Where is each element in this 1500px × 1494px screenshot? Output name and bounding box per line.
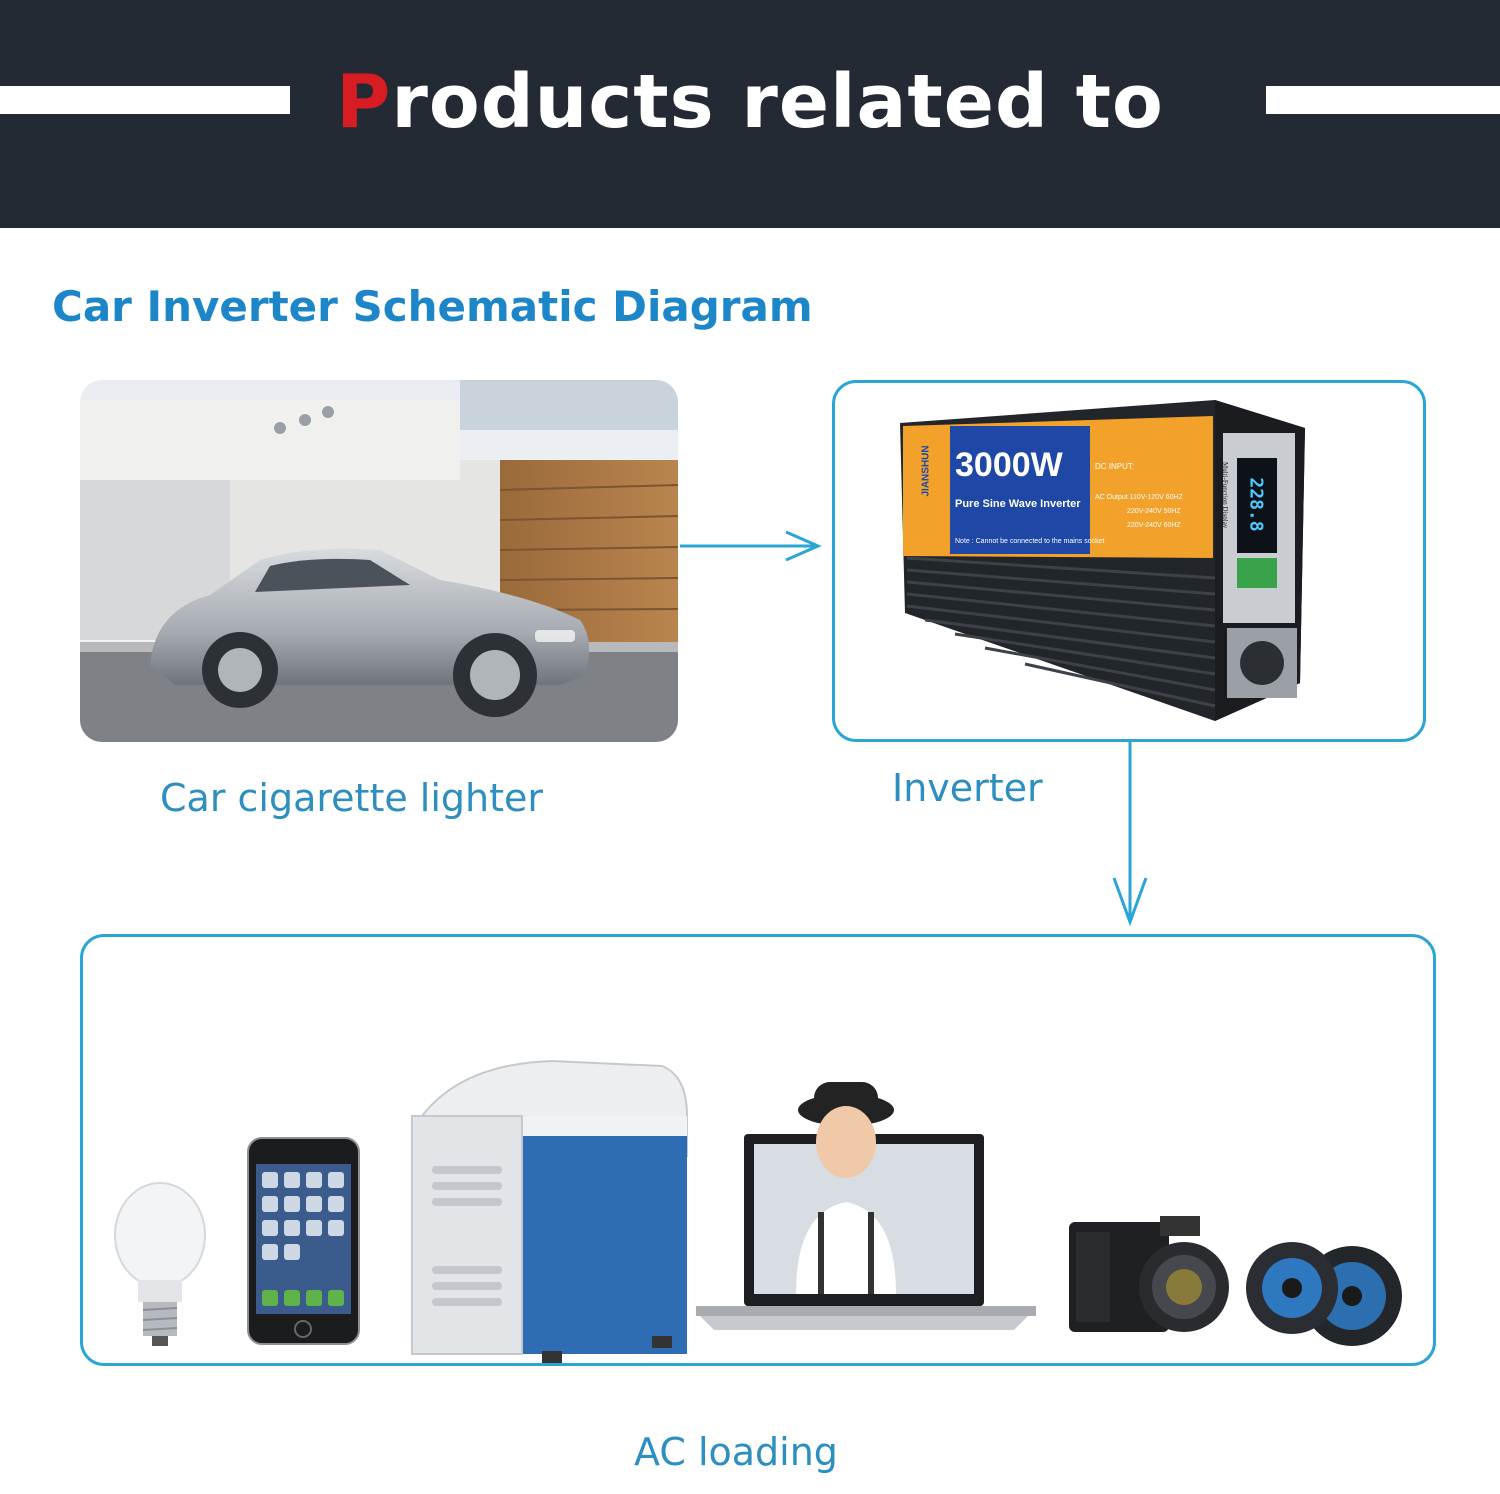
inverter-power: 3000W bbox=[955, 446, 1063, 484]
loads-frame bbox=[80, 934, 1436, 1366]
car-speakers-icon bbox=[1242, 1238, 1406, 1348]
laptop-icon bbox=[696, 1062, 1036, 1342]
inverter-label: Inverter bbox=[892, 766, 1043, 810]
inverter-brand: JIANSHUN bbox=[920, 445, 932, 497]
inverter-ac-output-1: AC Output 110V-120V 60HZ bbox=[1095, 494, 1183, 501]
power-inverter-photo: JIANSHUN 3000W Pure Sine Wave Inverter N… bbox=[895, 398, 1325, 723]
loads-label: AC loading bbox=[634, 1430, 838, 1474]
banner-title: Products related to bbox=[0, 62, 1500, 142]
car-scene-illustration bbox=[80, 380, 678, 742]
banner-title-first-letter: P bbox=[336, 59, 392, 145]
banner-title-rest: roducts related to bbox=[391, 59, 1164, 145]
inverter-frame bbox=[832, 380, 1426, 742]
inverter-note: Note : Cannot be connected to the mains … bbox=[955, 538, 1105, 545]
car-label: Car cigarette lighter bbox=[160, 776, 544, 820]
light-bulb-icon bbox=[110, 1180, 210, 1350]
car-photo bbox=[80, 380, 678, 742]
smartphone-icon bbox=[246, 1136, 361, 1346]
portable-fridge-icon bbox=[402, 1056, 692, 1366]
inverter-subtitle: Pure Sine Wave Inverter bbox=[955, 498, 1081, 510]
inverter-ac-output-3: 220V-240V 60HZ bbox=[1127, 522, 1181, 529]
inverter-dc-input: DC INPUT: bbox=[1095, 462, 1135, 471]
inverter-display-label: Multi-Function Display bbox=[1221, 462, 1229, 529]
arrow-car-to-inverter-head bbox=[785, 530, 822, 562]
diagram-heading: Car Inverter Schematic Diagram bbox=[52, 282, 813, 331]
banner-title-box bbox=[290, 66, 1266, 134]
header-banner: Products related to bbox=[0, 0, 1500, 228]
camera-icon bbox=[1064, 1212, 1234, 1342]
inverter-display-value: 228.8 bbox=[1245, 477, 1267, 532]
arrow-inverter-to-loads-head bbox=[1112, 877, 1148, 927]
inverter-ac-output-2: 220V-240V 50HZ bbox=[1127, 508, 1181, 515]
